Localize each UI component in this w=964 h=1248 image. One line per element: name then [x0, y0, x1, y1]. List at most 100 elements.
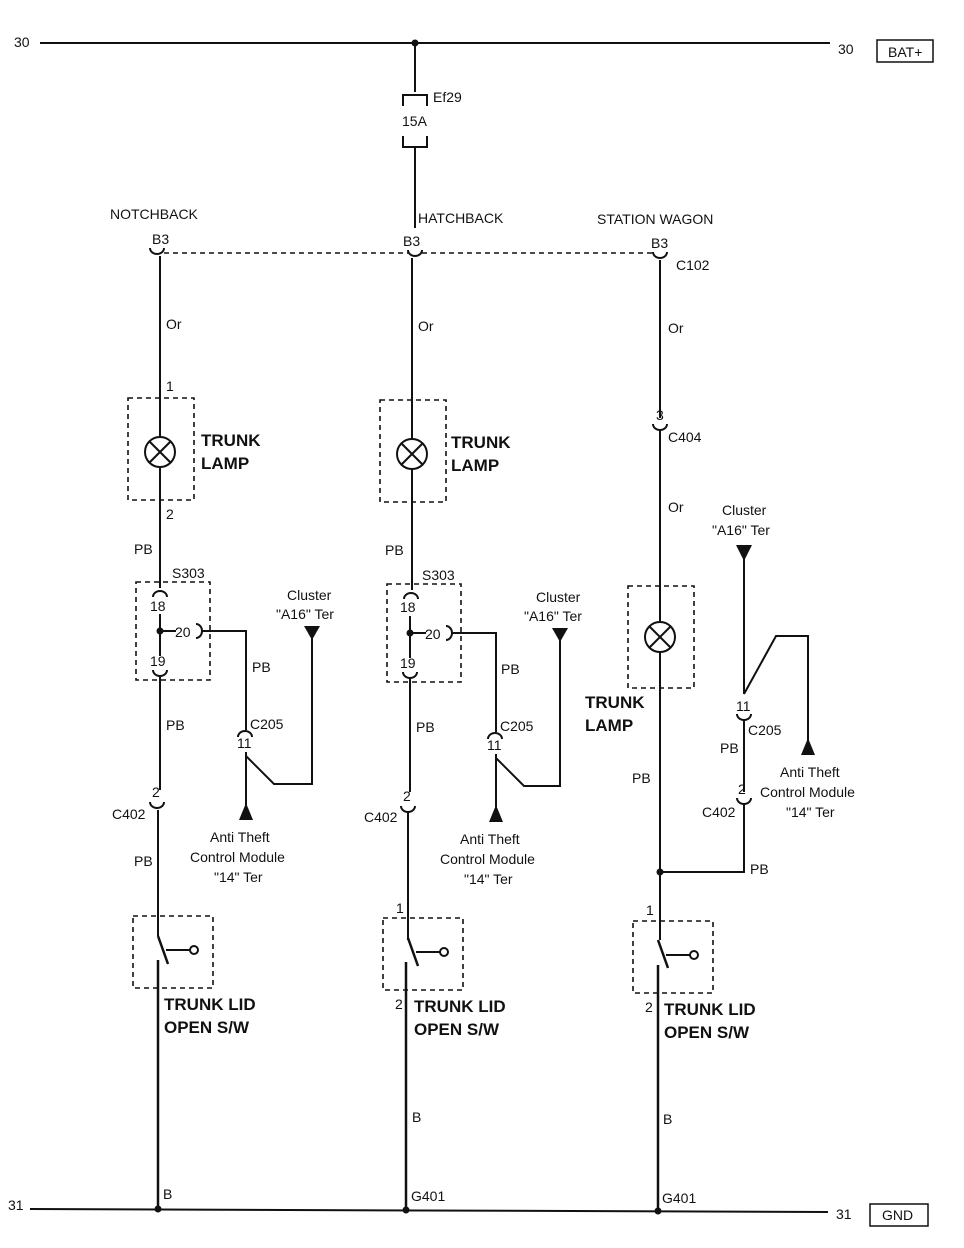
hatch-switch-pin1: 1: [396, 900, 404, 916]
hatch-ter14-label: "14" Ter: [464, 871, 513, 887]
notch-s303-box: [135, 581, 211, 681]
hatch-s303-box: [386, 583, 462, 683]
wagon-cluster-arrow: [736, 545, 752, 561]
b3-right-connector: [652, 251, 668, 259]
notch-lamp-title1: TRUNK: [201, 431, 261, 450]
wagon-antitheft-label: Anti Theft: [780, 764, 840, 780]
hatch-cluster-label: Cluster: [536, 589, 581, 605]
wagon-cm-label: Control Module: [760, 784, 855, 800]
notch-c205-conn: [237, 730, 253, 738]
wagon-c205-label: C205: [748, 722, 782, 738]
notch-c205-label: C205: [250, 716, 284, 732]
wagon-switch-blade: [656, 939, 670, 969]
hatch-pin18: 18: [400, 599, 416, 615]
hatch-pb-label-3: PB: [501, 661, 520, 677]
hatch-c205-pin: 11: [487, 737, 502, 753]
wagon-pb-label-2: PB: [720, 740, 739, 756]
wagon-pb-junction: [656, 868, 664, 876]
hatch-pin20-conn: [445, 625, 453, 641]
hatch-pin19-conn: [402, 671, 418, 679]
fuse-rating: 15A: [402, 113, 428, 129]
hatch-c402-conn: [400, 805, 416, 813]
wagon-c402-label: C402: [702, 804, 736, 820]
notch-pin18: 18: [150, 598, 166, 614]
rail-bottom-left-label: 31: [8, 1197, 24, 1213]
notch-s303-label: S303: [172, 565, 205, 581]
wagon-or-label-2: Or: [668, 499, 684, 515]
hatch-switch-pin2: 2: [395, 996, 403, 1012]
notch-pb-label-1: PB: [134, 541, 153, 557]
wagon-atc-wire: [743, 635, 809, 742]
wagon-pb-label-3: PB: [750, 861, 769, 877]
wagon-cluster-label: Cluster: [722, 502, 767, 518]
wagon-pb-join-wire: [660, 804, 745, 873]
wagon-switch-title1: TRUNK LID: [664, 1000, 756, 1019]
wagon-lamp-title1: TRUNK: [585, 693, 645, 712]
notch-pin20: 20: [175, 624, 191, 640]
gnd-box: [869, 1203, 929, 1227]
notch-or-label: Or: [166, 316, 182, 332]
hatch-switch-blade: [406, 937, 420, 967]
b3-center-connector: [407, 249, 423, 257]
hatch-s303-label: S303: [422, 567, 455, 583]
notch-pin19: 19: [150, 653, 166, 669]
label-hatchback: HATCHBACK: [418, 210, 504, 226]
notch-switch-title2: OPEN S/W: [164, 1018, 250, 1037]
hatch-lamp-title1: TRUNK: [451, 433, 511, 452]
hatch-pin20: 20: [425, 626, 441, 642]
hatch-c402-pin: 2: [403, 788, 411, 804]
rail-31-wire: [29, 1208, 829, 1213]
hatch-lamp-icon: [396, 438, 428, 470]
hatch-switch-title2: OPEN S/W: [414, 1020, 500, 1039]
wagon-switch-pin2: 2: [645, 999, 653, 1015]
notch-atc-arrow: [239, 803, 253, 820]
bat-box: [876, 39, 934, 63]
label-station-wagon: STATION WAGON: [597, 211, 713, 227]
wagon-lamp-title2: LAMP: [585, 716, 633, 735]
notch-pb-label-3: PB: [252, 659, 271, 675]
notch-b-label: B: [163, 1186, 172, 1202]
hatch-switch-box: [382, 917, 464, 991]
fuse-name: Ef29: [433, 89, 462, 105]
wagon-ter14-label: "14" Ter: [786, 804, 835, 820]
gnd-junction-2: [402, 1206, 410, 1214]
notch-ter14-label: "14" Ter: [214, 869, 263, 885]
gnd-label: GND: [882, 1207, 913, 1223]
notch-switch-knob: [189, 945, 199, 955]
wagon-or-label-1: Or: [668, 320, 684, 336]
hatch-g401-label: G401: [411, 1188, 445, 1204]
notch-pb-label-2: PB: [166, 717, 185, 733]
notch-cluster-label: Cluster: [287, 587, 332, 603]
notch-cluster-arrow: [304, 626, 320, 640]
rail-top-right-label: 30: [838, 41, 854, 57]
gnd-junction-3: [654, 1207, 662, 1215]
hatch-cluster-wire: [495, 638, 561, 787]
notch-c402-label: C402: [112, 806, 146, 822]
wagon-switch-knob: [689, 950, 699, 960]
bat-label: BAT+: [888, 44, 922, 60]
wagon-c404-conn: [652, 423, 668, 431]
notch-lamp-icon: [144, 436, 176, 468]
hatch-antitheft-label: Anti Theft: [460, 831, 520, 847]
notch-cm-label: Control Module: [190, 849, 285, 865]
rail-top-left-label: 30: [14, 34, 30, 50]
notch-lamp-pin1: 1: [166, 378, 174, 394]
hatch-a16-label: "A16" Ter: [524, 608, 582, 624]
hatch-cluster-arrow: [552, 628, 568, 642]
hatch-pin19: 19: [400, 655, 416, 671]
wagon-atc-arrow: [801, 738, 815, 755]
hatch-switch-knob: [439, 947, 449, 957]
wagon-switch-box: [632, 920, 714, 994]
wagon-c402-conn: [736, 797, 752, 805]
hatch-or-label: Or: [418, 318, 434, 334]
hatch-c205-conn: [487, 732, 503, 740]
hatch-b-label: B: [412, 1109, 421, 1125]
notch-switch-title1: TRUNK LID: [164, 995, 256, 1014]
hatch-pin18-conn: [403, 592, 419, 600]
notch-lamp-pin2: 2: [166, 506, 174, 522]
notch-cluster-wire: [245, 636, 313, 785]
hatch-pb-label-2: PB: [416, 719, 435, 735]
wagon-b-label: B: [663, 1111, 672, 1127]
wagon-a16-label: "A16" Ter: [712, 522, 770, 538]
notch-pin19-conn: [152, 669, 168, 677]
